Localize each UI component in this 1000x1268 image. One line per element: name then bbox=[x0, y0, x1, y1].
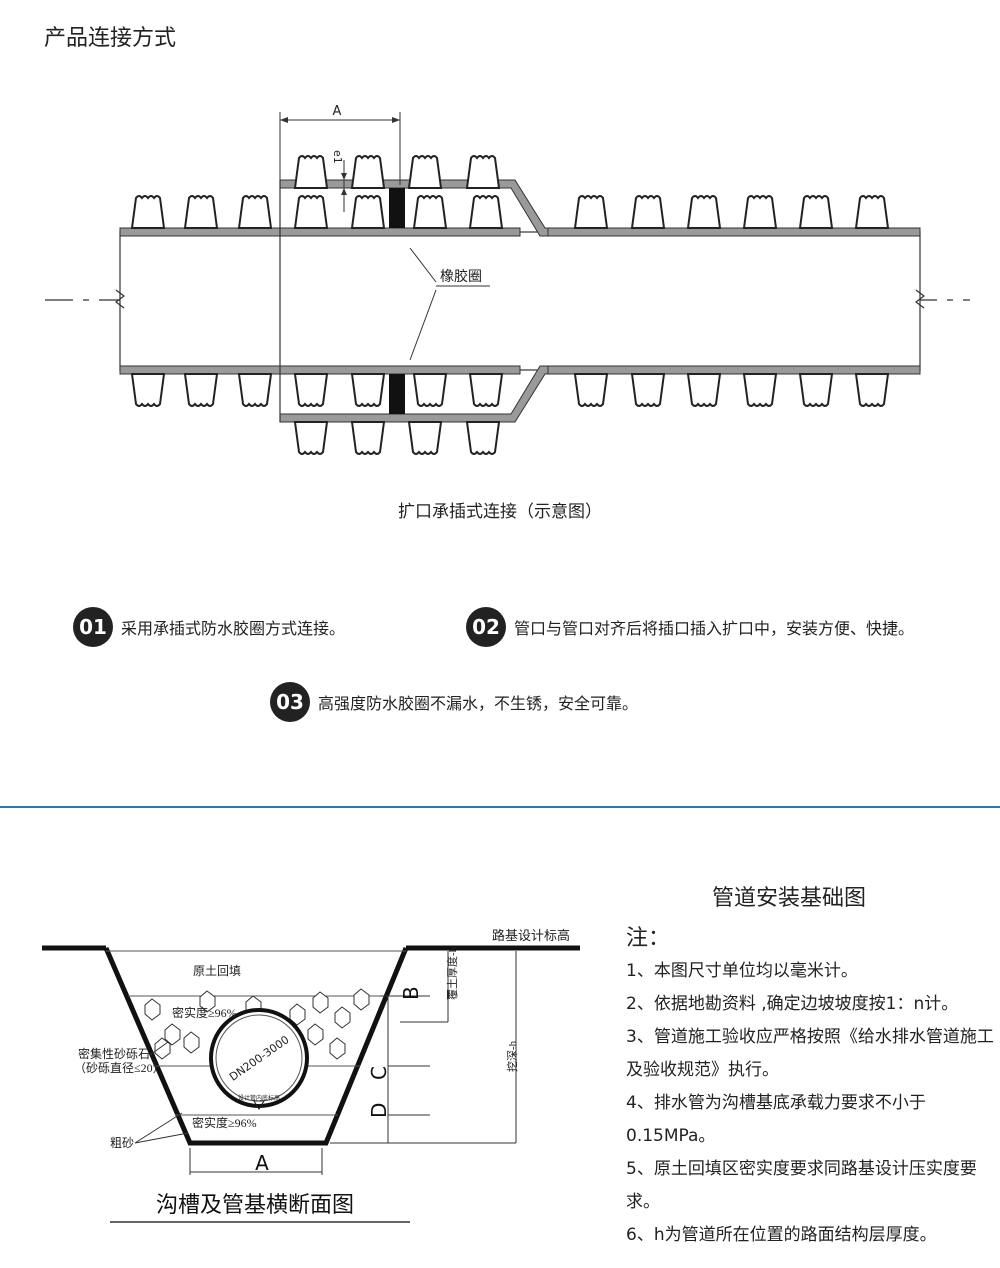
dim-b-label: B bbox=[399, 986, 423, 1000]
density-label-upper: 密实度≥96% bbox=[172, 1005, 237, 1020]
section-divider bbox=[0, 806, 1000, 808]
feature-text: 管口与管口对齐后将插口插入扩口中，安装方便、快捷。 bbox=[514, 619, 915, 638]
coarse-sand-label: 粗砂 bbox=[110, 1136, 134, 1150]
feature-number-badge: 03 bbox=[270, 682, 310, 722]
page-title: 产品连接方式 bbox=[44, 26, 177, 51]
feature-text: 高强度防水胶圈不漏水，不生锈，安全可靠。 bbox=[318, 694, 639, 713]
trench-cross-section-diagram: DN200-3000 设计管内底标高 原土回填 密实度≥96% 密实度≥96% … bbox=[42, 928, 580, 1223]
gravel-size-label: （砂砾直径≤20） bbox=[74, 1061, 165, 1075]
fill-label: 原土回填 bbox=[193, 964, 241, 978]
dim-a-label: A bbox=[333, 104, 342, 119]
pipe-invert-label: 设计管内底标高 bbox=[238, 1094, 280, 1102]
feature-item-2: 02 管口与管口对齐后将插口插入扩口中，安装方便、快捷。 bbox=[466, 607, 914, 647]
note-item: 4、排水管为沟槽基底承载力要求不小于0.15MPa。 bbox=[626, 1093, 926, 1146]
feature-number-badge: 01 bbox=[73, 607, 113, 647]
dim-d-label: D bbox=[367, 1103, 391, 1118]
rubber-ring-label: 橡胶圈 bbox=[440, 268, 482, 285]
feature-item-3: 03 高强度防水胶圈不漏水，不生锈，安全可靠。 bbox=[270, 682, 638, 722]
note-item: 1、本图尺寸单位均以毫米计。 bbox=[626, 961, 858, 981]
note-item: 3、管道施工验收应严格按照《给水排水管道施工及验收规范》执行。 bbox=[626, 1027, 994, 1080]
install-diagram-title: 管道安装基础图 bbox=[712, 886, 867, 911]
dim-c-label: C bbox=[367, 1066, 391, 1080]
feature-text: 采用承插式防水胶圈方式连接。 bbox=[121, 619, 346, 638]
note-item: 2、依据地勘资料 ,确定边坡坡度按1：n计。 bbox=[626, 994, 959, 1014]
notes-heading: 注： bbox=[626, 926, 671, 951]
feature-number-badge: 02 bbox=[466, 607, 506, 647]
dig-depth-label: 挖深-h bbox=[505, 1040, 519, 1072]
pipe-diagram-caption: 扩口承插式连接（示意图） bbox=[398, 502, 602, 522]
pipe-connection-diagram: A e1 橡胶圈 bbox=[45, 104, 970, 455]
dim-a-bottom-label: A bbox=[255, 1151, 269, 1175]
cover-depth-label: 覆土厚度-h bbox=[445, 946, 459, 1000]
density-label-lower: 密实度≥96% bbox=[192, 1115, 257, 1130]
note-item: 6、h为管道所在位置的路面结构层厚度。 bbox=[626, 1225, 937, 1245]
feature-item-1: 01 采用承插式防水胶圈方式连接。 bbox=[73, 607, 345, 647]
trench-caption: 沟槽及管基横断面图 bbox=[156, 1192, 354, 1217]
note-item: 5、原土回填区密实度要求同路基设计压实度要求。 bbox=[626, 1159, 977, 1212]
dim-e1-label: e1 bbox=[331, 150, 344, 164]
road-design-level-label: 路基设计标高 bbox=[492, 928, 570, 943]
install-notes: 注： 1、本图尺寸单位均以毫米计。 2、依据地勘资料 ,确定边坡坡度按1：n计。… bbox=[626, 922, 994, 1252]
gravel-label: 密集性砂砾石 bbox=[78, 1046, 150, 1061]
